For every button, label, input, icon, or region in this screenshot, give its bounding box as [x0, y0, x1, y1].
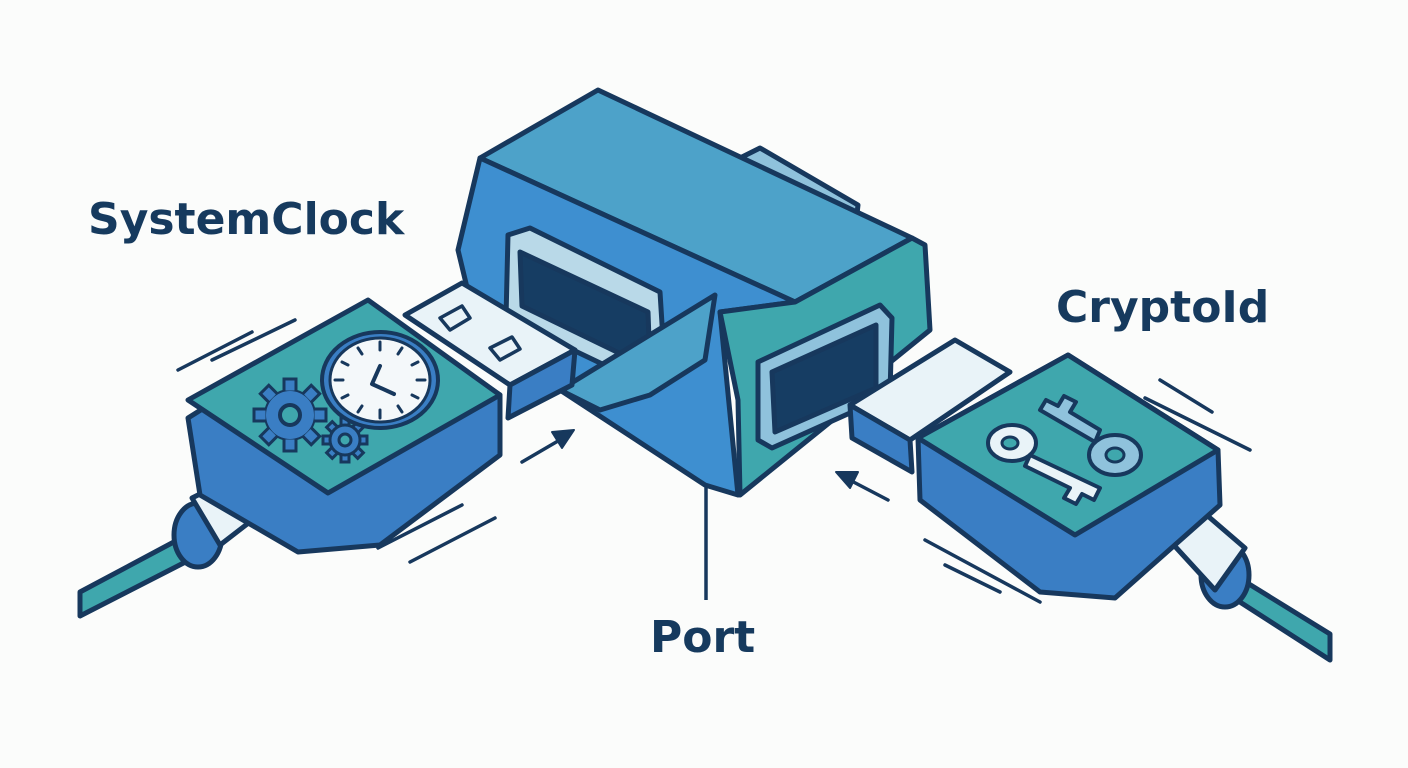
- left-socket-flap: [557, 292, 718, 413]
- left-usb-pin-2: [488, 335, 522, 362]
- motion-line: [408, 516, 497, 564]
- motion-line: [923, 538, 1042, 604]
- right-plug-top: [915, 352, 1221, 538]
- motion-line: [210, 318, 297, 362]
- clock-icon: [320, 330, 440, 430]
- right-motion-lines: [923, 378, 1252, 604]
- motion-line: [1143, 396, 1252, 452]
- motion-line: [376, 503, 464, 550]
- right-plug-group: [835, 337, 1333, 663]
- left-insert-arrow: [520, 429, 575, 464]
- left-motion-lines: [176, 318, 497, 564]
- systemclock-label: SystemClock: [88, 194, 406, 245]
- left-usb-tip-side: [505, 347, 578, 421]
- key-icon: [986, 423, 1102, 506]
- right-insert-arrow: [835, 471, 890, 502]
- port-hub: [455, 87, 933, 498]
- left-usb-pin-1: [438, 304, 472, 332]
- motion-line: [943, 563, 1002, 594]
- gear-icon: [252, 377, 328, 453]
- cryptoid-label: CryptoId: [1056, 282, 1269, 333]
- motion-line: [1158, 378, 1214, 414]
- motion-line: [176, 330, 254, 372]
- right-usb-tip-side: [847, 402, 915, 475]
- left-plug-group: [77, 280, 578, 619]
- left-socket: [503, 225, 718, 413]
- key-icon: [1038, 394, 1143, 477]
- port-label: Port: [650, 612, 755, 663]
